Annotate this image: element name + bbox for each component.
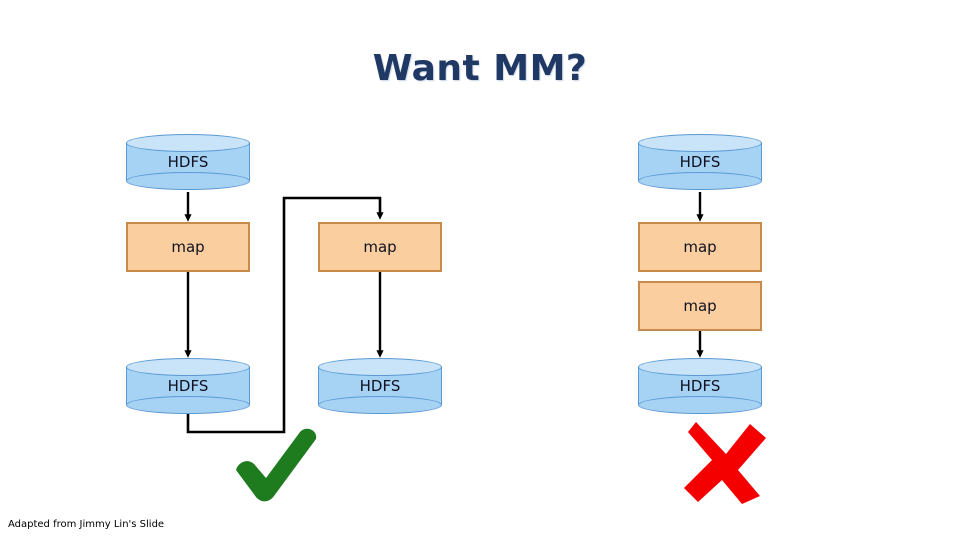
cylinder-bottom-icon bbox=[126, 396, 250, 414]
cross-icon bbox=[684, 422, 766, 504]
map-node-right-second[interactable]: map bbox=[638, 281, 762, 331]
hdfs-node-right-top[interactable]: HDFS bbox=[638, 134, 762, 190]
cylinder-bottom-icon bbox=[126, 172, 250, 190]
cylinder-top-icon bbox=[638, 358, 762, 376]
hdfs-node-left-top[interactable]: HDFS bbox=[126, 134, 250, 190]
map-node-left[interactable]: map bbox=[126, 222, 250, 272]
cylinder-top-icon bbox=[638, 134, 762, 152]
cylinder-top-icon bbox=[126, 358, 250, 376]
page-title: Want MM? bbox=[372, 48, 588, 89]
cylinder-bottom-icon bbox=[318, 396, 442, 414]
map-node-middle[interactable]: map bbox=[318, 222, 442, 272]
hdfs-node-left-bottom[interactable]: HDFS bbox=[126, 358, 250, 414]
footer-attribution: Adapted from Jimmy Lin's Slide bbox=[8, 519, 165, 530]
hdfs-node-middle-bottom[interactable]: HDFS bbox=[318, 358, 442, 414]
map-node-right-first[interactable]: map bbox=[638, 222, 762, 272]
hdfs-node-right-bottom[interactable]: HDFS bbox=[638, 358, 762, 414]
cylinder-bottom-icon bbox=[638, 172, 762, 190]
checkmark-icon bbox=[236, 428, 317, 502]
cylinder-bottom-icon bbox=[638, 396, 762, 414]
cylinder-top-icon bbox=[126, 134, 250, 152]
cylinder-top-icon bbox=[318, 358, 442, 376]
